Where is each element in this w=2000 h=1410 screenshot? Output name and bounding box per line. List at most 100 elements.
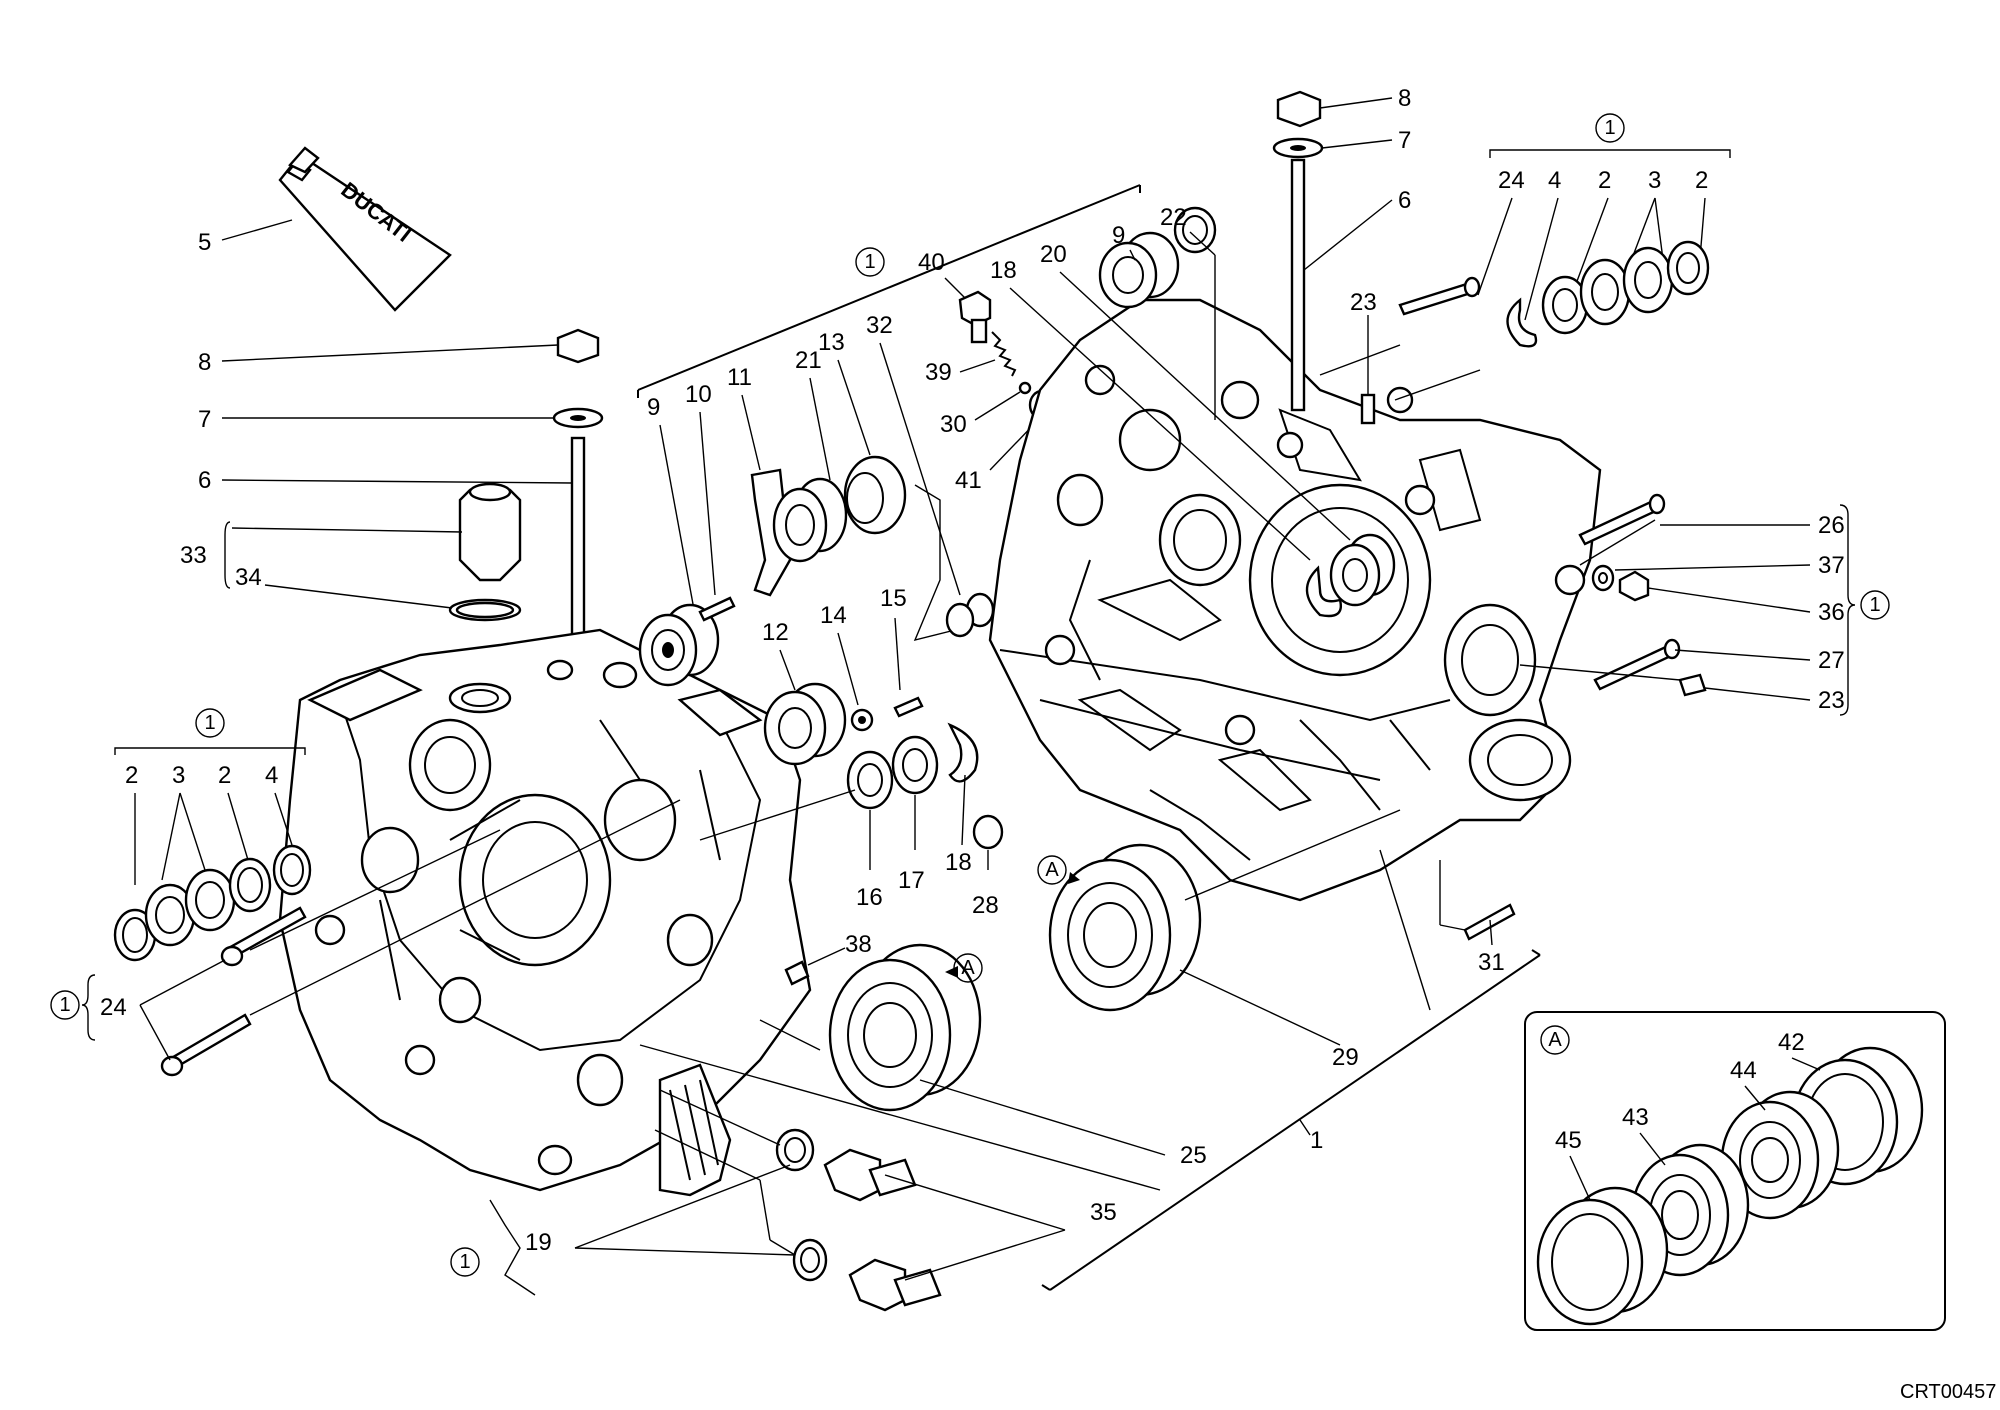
label-42: 42 xyxy=(1778,1029,1805,1056)
plugs-35 xyxy=(823,1148,942,1312)
label-31: 31 xyxy=(1478,949,1505,976)
dowel-32 xyxy=(945,592,995,638)
label-10: 10 xyxy=(685,381,712,408)
detail-a-label: A xyxy=(1548,1029,1562,1051)
circlip-18b xyxy=(1305,565,1342,618)
group-mark-mid: 1 xyxy=(864,251,875,273)
label-37: 37 xyxy=(1818,552,1845,579)
label-26: 26 xyxy=(1818,512,1845,539)
group-mark-right-side: 1 xyxy=(1869,594,1880,616)
group-mark-right: 1 xyxy=(1604,117,1615,139)
group-mark-left: 1 xyxy=(204,712,215,734)
sealant-tube: DUCATI xyxy=(278,146,452,312)
group-mark-19: 1 xyxy=(459,1251,470,1273)
circlip-18a xyxy=(947,722,979,783)
label-7-right: 7 xyxy=(1398,127,1411,154)
right-side-fasteners xyxy=(1578,493,1707,697)
label-9b: 9 xyxy=(1112,222,1125,249)
seal-13 xyxy=(843,455,907,535)
right-screw-24 xyxy=(1398,276,1481,316)
label-34: 34 xyxy=(235,564,262,591)
label-9a: 9 xyxy=(647,394,660,421)
label-44: 44 xyxy=(1730,1057,1757,1084)
bearing-21 xyxy=(772,477,848,563)
dowel-23-upper xyxy=(1360,393,1376,425)
oring-28 xyxy=(972,814,1004,850)
label-19: 19 xyxy=(525,1229,552,1256)
main-bearing-25 xyxy=(828,943,982,1112)
bearing-12 xyxy=(763,682,847,766)
label-2b: 2 xyxy=(218,762,231,789)
label-23-lower: 23 xyxy=(1818,687,1845,714)
label-14: 14 xyxy=(820,602,847,629)
ring-22 xyxy=(1173,206,1217,254)
label-16: 16 xyxy=(856,884,883,911)
label-11: 11 xyxy=(727,364,752,391)
label-18b: 18 xyxy=(990,257,1017,284)
label-24-right: 24 xyxy=(1498,167,1525,194)
right-crankcase-half xyxy=(988,298,1602,902)
label-22: 22 xyxy=(1160,204,1187,231)
label-33: 33 xyxy=(180,542,207,569)
label-15: 15 xyxy=(880,585,907,612)
label-17: 17 xyxy=(898,867,925,894)
detail-ref-a-25: A xyxy=(961,957,975,979)
label-8-right: 8 xyxy=(1398,85,1411,112)
label-3a: 3 xyxy=(172,762,185,789)
left-screws-24 xyxy=(160,906,307,1077)
label-8-left: 8 xyxy=(198,349,211,376)
label-2d: 2 xyxy=(1695,167,1708,194)
label-5: 5 xyxy=(198,229,211,256)
label-45: 45 xyxy=(1555,1127,1582,1154)
label-24-left: 24 xyxy=(100,994,127,1021)
label-21: 21 xyxy=(795,347,822,374)
washer-14 xyxy=(850,708,874,732)
label-30: 30 xyxy=(940,411,967,438)
bearing-17 xyxy=(891,735,939,795)
bearing-9-left xyxy=(638,603,720,687)
label-36: 36 xyxy=(1818,599,1845,626)
label-20: 20 xyxy=(1040,241,1067,268)
label-43: 43 xyxy=(1622,1104,1649,1131)
label-4a: 4 xyxy=(265,762,278,789)
bearing-9-right xyxy=(1098,231,1180,309)
screw-10 xyxy=(698,596,736,622)
right-bearing-stack xyxy=(1506,240,1710,348)
label-2c: 2 xyxy=(1598,167,1611,194)
main-bearing-29 xyxy=(1048,843,1202,1012)
label-13: 13 xyxy=(818,329,845,356)
label-7-left: 7 xyxy=(198,406,211,433)
label-4b: 4 xyxy=(1548,167,1561,194)
plug-38 xyxy=(784,960,810,986)
label-40: 40 xyxy=(918,249,945,276)
bearing-20 xyxy=(1329,533,1396,607)
label-32: 32 xyxy=(866,312,893,339)
label-29: 29 xyxy=(1332,1044,1359,1071)
label-25: 25 xyxy=(1180,1142,1207,1169)
label-1-main: 1 xyxy=(1310,1127,1323,1154)
label-41: 41 xyxy=(955,467,982,494)
seal-16 xyxy=(846,750,894,810)
right-stud-assembly xyxy=(1272,90,1324,412)
label-39: 39 xyxy=(925,359,952,386)
left-stud-assembly xyxy=(448,328,604,640)
label-3b: 3 xyxy=(1648,167,1661,194)
left-crankcase-half xyxy=(278,628,812,1197)
label-18a: 18 xyxy=(945,849,972,876)
washers-19 xyxy=(775,1128,828,1282)
label-23-upper: 23 xyxy=(1350,289,1377,316)
label-35: 35 xyxy=(1090,1199,1117,1226)
left-bearing-stack xyxy=(113,844,312,962)
label-2a: 2 xyxy=(125,762,138,789)
label-6-left: 6 xyxy=(198,467,211,494)
label-12: 12 xyxy=(762,619,789,646)
label-38: 38 xyxy=(845,931,872,958)
label-28: 28 xyxy=(972,892,999,919)
group-mark-24: 1 xyxy=(59,994,70,1016)
detail-a-box: A xyxy=(1524,1011,1946,1331)
label-27: 27 xyxy=(1818,647,1845,674)
drawing-code: CRT00457 xyxy=(1900,1381,1996,1403)
screw-15 xyxy=(893,696,924,718)
